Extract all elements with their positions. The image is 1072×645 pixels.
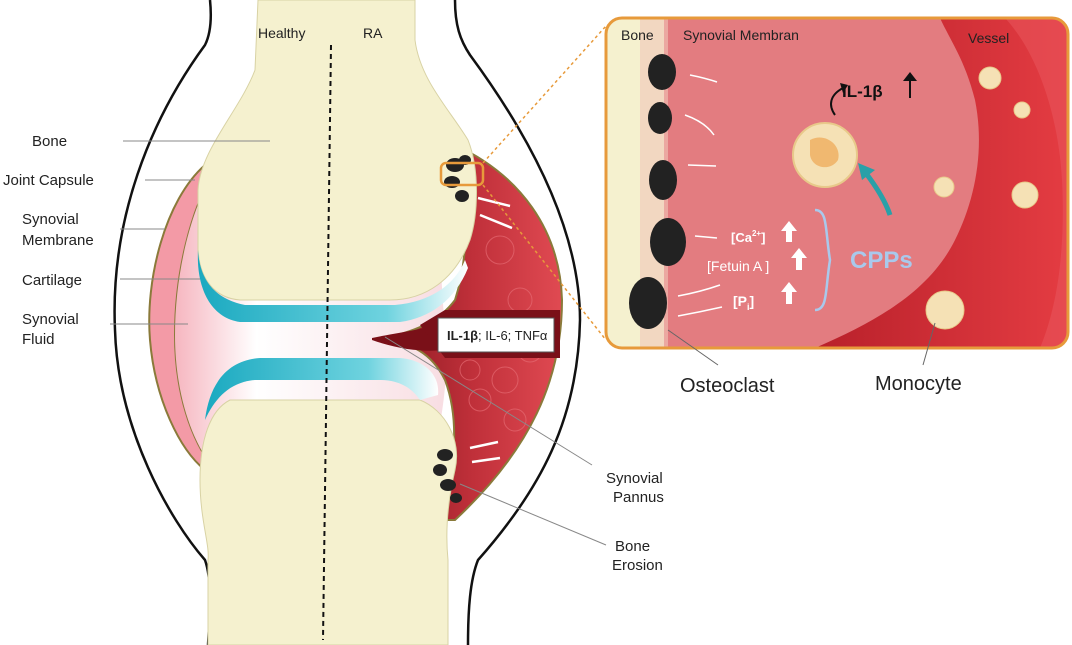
skin-left-contour — [113, 0, 213, 645]
skin-right-contour — [453, 0, 582, 645]
cytokine-box — [437, 317, 555, 353]
label-cartilage: Cartilage — [22, 272, 82, 289]
label-synovial-fluid-2: Fluid — [22, 331, 55, 348]
inset-synovial-membrane-label: Synovial Membran — [683, 27, 799, 43]
ra-label: RA — [363, 25, 383, 41]
inset-source-box — [439, 161, 485, 187]
label-synovial-membrane-1: Synovial — [22, 211, 79, 228]
zoom-line-top — [482, 25, 607, 164]
il1b-up-arrow — [903, 72, 917, 81]
inset-bone-label: Bone — [621, 27, 654, 43]
inset-panel — [606, 18, 1068, 348]
label-bone: Bone — [32, 133, 67, 150]
fetuin-text: [Fetuin A ] — [707, 258, 769, 274]
lower-bone — [199, 399, 457, 645]
pi-text: [Pi] — [733, 293, 754, 312]
zoom-line-bottom — [482, 184, 607, 341]
up-arrows-white — [781, 221, 807, 304]
label-monocyte: Monocyte — [875, 373, 962, 395]
label-bone-erosion-1: Bone — [615, 538, 650, 555]
inset-il1b-label: IL-1β — [842, 82, 883, 101]
cpps-brace — [814, 208, 832, 312]
ca-text: [Ca2+] — [731, 229, 765, 245]
label-bone-erosion-2: Erosion — [612, 557, 663, 574]
label-synovial-pannus-1: Synovial — [606, 470, 663, 487]
osteoclast-cluster-lower — [433, 449, 462, 503]
label-osteoclast: Osteoclast — [680, 375, 775, 397]
lower-cartilage — [205, 358, 439, 420]
label-synovial-fluid-1: Synovial — [22, 311, 79, 328]
cpps-label: CPPs — [850, 247, 913, 274]
healthy-label: Healthy — [258, 25, 305, 41]
erosion-arrows — [469, 196, 513, 464]
upper-cartilage — [197, 250, 469, 322]
upper-bone — [197, 0, 477, 301]
inset-vessel — [815, 18, 1068, 348]
inset-osteoclasts — [629, 54, 686, 329]
cytokine-text: IL-1β; IL-6; TNFα — [447, 328, 548, 343]
inset-vessel-label: Vessel — [968, 30, 1009, 46]
right-leaders — [384, 336, 607, 546]
label-synovial-pannus-2: Pannus — [613, 489, 664, 506]
label-synovial-membrane-2: Membrane — [22, 232, 94, 249]
inset-border — [604, 16, 1070, 350]
label-joint-capsule: Joint Capsule — [3, 172, 94, 189]
divider-line — [322, 44, 332, 641]
left-leaders — [110, 140, 270, 325]
